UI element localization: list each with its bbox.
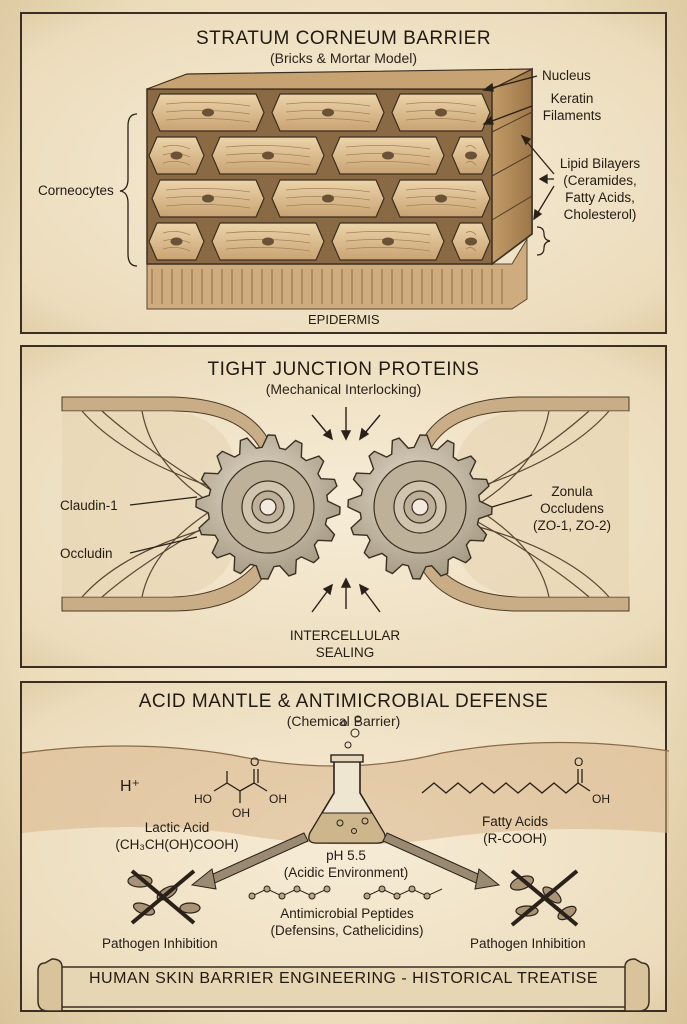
panel1-title: STRATUM CORNEUM BARRIER bbox=[195, 28, 492, 49]
keratin-filament bbox=[225, 145, 311, 150]
label-intercellular-sealing: INTERCELLULAR SEALING bbox=[289, 628, 401, 660]
fatty-acid-chain bbox=[421, 782, 579, 794]
defense-arrows bbox=[190, 832, 501, 890]
interlocking-arrows bbox=[311, 407, 381, 613]
keratin-filament bbox=[225, 161, 311, 166]
keratin-filament bbox=[225, 247, 311, 252]
keratin-filament bbox=[345, 145, 431, 150]
corneocytes-bracket bbox=[119, 113, 138, 267]
banner-title: HUMAN SKIN BARRIER ENGINEERING - HISTORI… bbox=[88, 970, 599, 987]
label-epidermis: EPIDERMIS bbox=[308, 312, 380, 327]
nucleus bbox=[202, 194, 214, 203]
nucleus bbox=[170, 151, 183, 160]
keratin-filament bbox=[162, 247, 191, 252]
left-gear-icon bbox=[195, 434, 341, 580]
lipid-bracket bbox=[536, 226, 551, 256]
keratin-filament bbox=[465, 145, 477, 150]
keratin-filament bbox=[285, 102, 371, 107]
label-o-2: O bbox=[574, 755, 584, 769]
keratin-filament bbox=[285, 118, 371, 123]
peptide-chains-icon bbox=[248, 885, 443, 900]
junction-strands bbox=[81, 410, 610, 598]
keratin-filament bbox=[405, 102, 477, 107]
label-oh-3: OH bbox=[592, 792, 610, 806]
banner-scroll bbox=[37, 958, 650, 1012]
keratin-filament bbox=[345, 231, 431, 236]
nucleus bbox=[322, 108, 334, 117]
keratin-filament bbox=[225, 231, 311, 236]
label-lactic-acid: Lactic Acid (CH₃CH(OH)COOH) bbox=[115, 820, 239, 852]
nucleus bbox=[465, 237, 477, 246]
nucleus bbox=[170, 237, 183, 246]
gear-ring bbox=[259, 498, 277, 516]
keratin-filament bbox=[465, 231, 477, 236]
label-corneocytes: Corneocytes bbox=[38, 183, 114, 198]
pathogen-right-icon bbox=[509, 869, 579, 927]
label-o-1: O bbox=[250, 755, 260, 769]
lactic-acid-structure bbox=[213, 769, 268, 803]
right-gear-icon bbox=[347, 434, 493, 580]
label-ph: pH 5.5 (Acidic Environment) bbox=[283, 848, 409, 880]
nucleus bbox=[322, 194, 334, 203]
keratin-filament bbox=[405, 188, 477, 193]
tight-junction-panel: TIGHT JUNCTION PROTEINS (Mechanical Inte… bbox=[20, 345, 667, 668]
label-oh-1: OH bbox=[232, 806, 250, 820]
keratin-filament bbox=[162, 161, 191, 166]
keratin-filament bbox=[345, 247, 431, 252]
label-zonula-occludens: Zonula Occludens (ZO-1, ZO-2) bbox=[533, 484, 611, 533]
tight-junction-illustration bbox=[61, 396, 630, 613]
panel3-subtitle: (Chemical Barrier) bbox=[286, 713, 401, 729]
panel1-subtitle: (Bricks & Mortar Model) bbox=[269, 50, 418, 66]
label-h-plus: H⁺ bbox=[120, 778, 140, 795]
stratum-corneum-panel: STRATUM CORNEUM BARRIER (Bricks & Mortar… bbox=[20, 12, 667, 334]
pathogen-left-icon bbox=[127, 869, 201, 925]
label-lipid-bilayers: Lipid Bilayers (Ceramides, Fatty Acids, … bbox=[559, 156, 641, 222]
acid-mantle-panel: ACID MANTLE & ANTIMICROBIAL DEFENSE (Che… bbox=[20, 681, 669, 1012]
gear-ring bbox=[411, 498, 429, 516]
nucleus bbox=[262, 151, 274, 160]
label-pathogen-inhibition-right: Pathogen Inhibition bbox=[470, 936, 586, 951]
keratin-filament bbox=[465, 247, 477, 252]
keratin-filament bbox=[162, 231, 191, 236]
keratin-filament bbox=[165, 204, 251, 209]
nucleus bbox=[382, 237, 394, 246]
label-ho: HO bbox=[194, 792, 212, 806]
panel2-title: TIGHT JUNCTION PROTEINS bbox=[207, 359, 480, 380]
label-oh-2: OH bbox=[269, 792, 287, 806]
keratin-filament bbox=[285, 204, 371, 209]
nucleus bbox=[262, 237, 274, 246]
keratin-filament bbox=[465, 161, 477, 166]
left-cell-membrane bbox=[61, 396, 278, 612]
bricks-mortar-illustration bbox=[119, 67, 555, 310]
keratin-filament bbox=[405, 118, 477, 123]
keratin-filament bbox=[345, 161, 431, 166]
label-claudin: Claudin-1 bbox=[60, 498, 118, 513]
panel1-arrows bbox=[482, 75, 555, 221]
nucleus bbox=[202, 108, 214, 117]
label-antimicrobial-peptides: Antimicrobial Peptides (Defensins, Cathe… bbox=[270, 906, 424, 938]
label-nucleus: Nucleus bbox=[542, 68, 591, 83]
keratin-filament bbox=[165, 188, 251, 193]
panel3-title: ACID MANTLE & ANTIMICROBIAL DEFENSE bbox=[138, 691, 549, 712]
label-pathogen-inhibition-left: Pathogen Inhibition bbox=[102, 936, 218, 951]
corneocyte-cells bbox=[148, 93, 491, 261]
keratin-filament bbox=[165, 102, 251, 107]
epidermis-layer bbox=[146, 237, 528, 310]
nucleus bbox=[465, 151, 477, 160]
keratin-filament bbox=[405, 204, 477, 209]
label-fatty-acids: Fatty Acids (R-COOH) bbox=[481, 814, 549, 846]
keratin-filament bbox=[165, 118, 251, 123]
panel2-leaders bbox=[129, 494, 533, 554]
nucleus bbox=[382, 151, 394, 160]
panel2-subtitle: (Mechanical Interlocking) bbox=[265, 381, 422, 397]
nucleus bbox=[435, 108, 447, 117]
flask-icon bbox=[308, 715, 386, 844]
acid-mantle-illustration bbox=[22, 715, 669, 927]
keratin-filament bbox=[162, 145, 191, 150]
label-keratin: Keratin Filaments bbox=[542, 91, 602, 123]
nucleus bbox=[435, 194, 447, 203]
label-occludin: Occludin bbox=[60, 546, 113, 561]
keratin-filament bbox=[285, 188, 371, 193]
